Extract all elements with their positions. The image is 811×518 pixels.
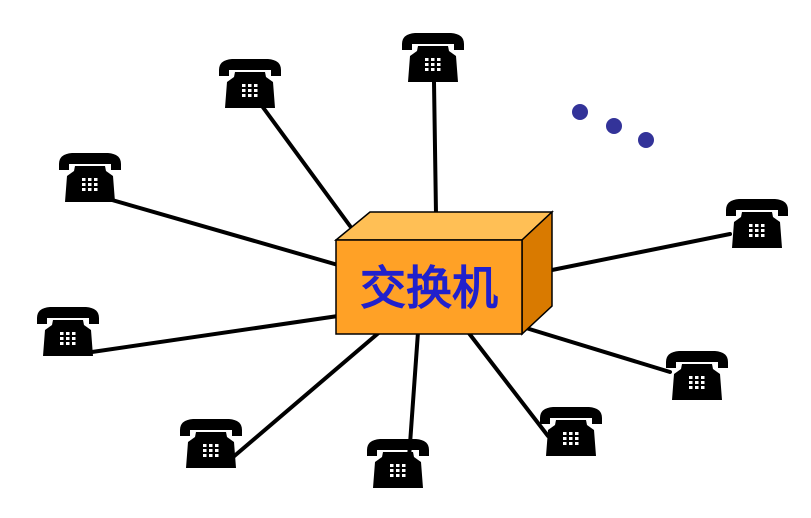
- telephone-icon: [180, 419, 242, 468]
- link-right-upper: [550, 232, 732, 272]
- ellipsis-dot: [606, 118, 622, 134]
- ellipsis-dot: [572, 104, 588, 120]
- link-bottom-center: [406, 330, 420, 474]
- switch-box-front: [335, 239, 523, 335]
- link-bottom-left: [230, 328, 384, 460]
- switch-box-top: [333, 211, 554, 241]
- telephone-icon: [540, 407, 602, 456]
- telephone-icon: [726, 199, 788, 248]
- link-right-lower: [524, 326, 672, 374]
- link-top-left: [260, 104, 352, 228]
- link-left-upper: [110, 198, 340, 267]
- link-left-lower: [90, 314, 340, 354]
- switch-box: 交换机: [333, 210, 554, 336]
- switch-label: 交换机: [360, 261, 498, 315]
- telephone-icon: [666, 351, 728, 400]
- link-bottom-right: [466, 330, 550, 438]
- telephone-icon: [59, 153, 121, 202]
- link-top-center: [432, 80, 438, 216]
- telephone-icon: [367, 439, 429, 488]
- telephone-icon: [219, 59, 281, 108]
- ellipsis-dots: [572, 104, 654, 148]
- telephone-icon: [37, 307, 99, 356]
- ellipsis-dot: [638, 132, 654, 148]
- telephone-icon: [402, 33, 464, 82]
